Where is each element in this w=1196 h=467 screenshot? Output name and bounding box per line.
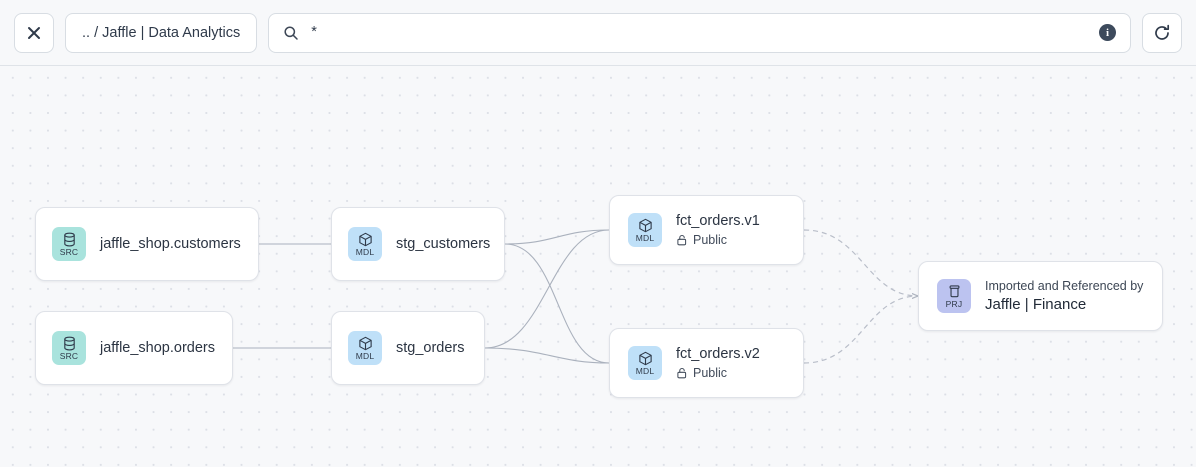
search-icon (284, 25, 298, 40)
src-badge: SRC (52, 331, 86, 365)
node-title: stg_customers (396, 236, 491, 252)
node-fct-orders-v1[interactable]: MDL fct_orders.v1 Public (609, 195, 804, 265)
node-visibility: Public (676, 366, 760, 380)
mdl-badge: MDL (628, 346, 662, 380)
visibility-label: Public (693, 366, 728, 380)
search-value: * (311, 25, 317, 40)
mdl-badge-label: MDL (635, 365, 655, 376)
visibility-label: Public (693, 233, 728, 247)
node-title: fct_orders.v1 (676, 213, 760, 229)
cube-icon (358, 336, 372, 350)
node-fct-orders-v2[interactable]: MDL fct_orders.v2 Public (609, 328, 804, 398)
unlock-icon (677, 367, 687, 379)
node-text: fct_orders.v1 Public (676, 213, 760, 247)
breadcrumb-label: .. / Jaffle | Data Analytics (82, 24, 241, 41)
mdl-badge: MDL (348, 227, 382, 261)
edge-stgcustomers-to-fctv1 (504, 229, 610, 245)
node-stg-customers[interactable]: MDL stg_customers (331, 207, 505, 281)
node-title: fct_orders.v2 (676, 346, 760, 362)
node-text: fct_orders.v2 Public (676, 346, 760, 380)
top-toolbar: .. / Jaffle | Data Analytics * i (0, 0, 1196, 66)
node-text: stg_orders (396, 340, 465, 356)
refresh-button[interactable] (1142, 12, 1182, 53)
node-title: jaffle_shop.customers (100, 236, 241, 252)
prj-badge-label: PRJ (945, 298, 963, 309)
node-text: Imported and Referenced by Jaffle | Fina… (985, 279, 1143, 313)
node-jaffle-shop-customers[interactable]: SRC jaffle_shop.customers (35, 207, 259, 281)
cube-icon (638, 218, 652, 232)
edge-fctv1-to-project (803, 229, 918, 296)
edge-stgcustomers-to-fctv2 (504, 243, 610, 364)
breadcrumb[interactable]: .. / Jaffle | Data Analytics (65, 12, 258, 53)
close-button[interactable] (14, 12, 54, 53)
prj-badge: PRJ (937, 279, 971, 313)
database-icon (63, 336, 75, 351)
src-badge-label: SRC (59, 246, 79, 257)
node-stg-orders[interactable]: MDL stg_orders (331, 311, 485, 385)
mdl-badge-label: MDL (635, 232, 655, 243)
node-visibility: Public (676, 233, 760, 247)
cube-icon (358, 232, 372, 246)
node-title: jaffle_shop.orders (100, 340, 216, 356)
node-project-jaffle-finance[interactable]: PRJ Imported and Referenced by Jaffle | … (918, 261, 1163, 331)
src-badge-label: SRC (59, 350, 79, 361)
node-title: Jaffle | Finance (985, 296, 1087, 313)
node-jaffle-shop-orders[interactable]: SRC jaffle_shop.orders (35, 311, 233, 385)
mdl-badge: MDL (348, 331, 382, 365)
node-text: jaffle_shop.orders (100, 340, 215, 356)
edge-stgorders-to-fctv2 (484, 347, 610, 364)
project-icon (949, 285, 959, 297)
node-title: stg_orders (396, 340, 465, 356)
mdl-badge-label: MDL (355, 246, 375, 257)
search-input[interactable]: * i (268, 12, 1131, 53)
close-icon (28, 26, 40, 39)
database-icon (63, 232, 75, 247)
edge-fctv2-to-project (803, 296, 918, 364)
cube-icon (638, 351, 652, 365)
src-badge: SRC (52, 227, 86, 261)
node-text: jaffle_shop.customers (100, 236, 241, 252)
mdl-badge: MDL (628, 213, 662, 247)
refresh-icon (1155, 24, 1170, 40)
node-text: stg_customers (396, 236, 490, 252)
info-icon[interactable]: i (1099, 24, 1116, 41)
graph-canvas[interactable]: SRC jaffle_shop.customers SRC jaffle_sho… (0, 66, 1196, 467)
mdl-badge-label: MDL (355, 350, 375, 361)
node-pretitle: Imported and Referenced by (985, 279, 1144, 293)
unlock-icon (677, 234, 687, 246)
